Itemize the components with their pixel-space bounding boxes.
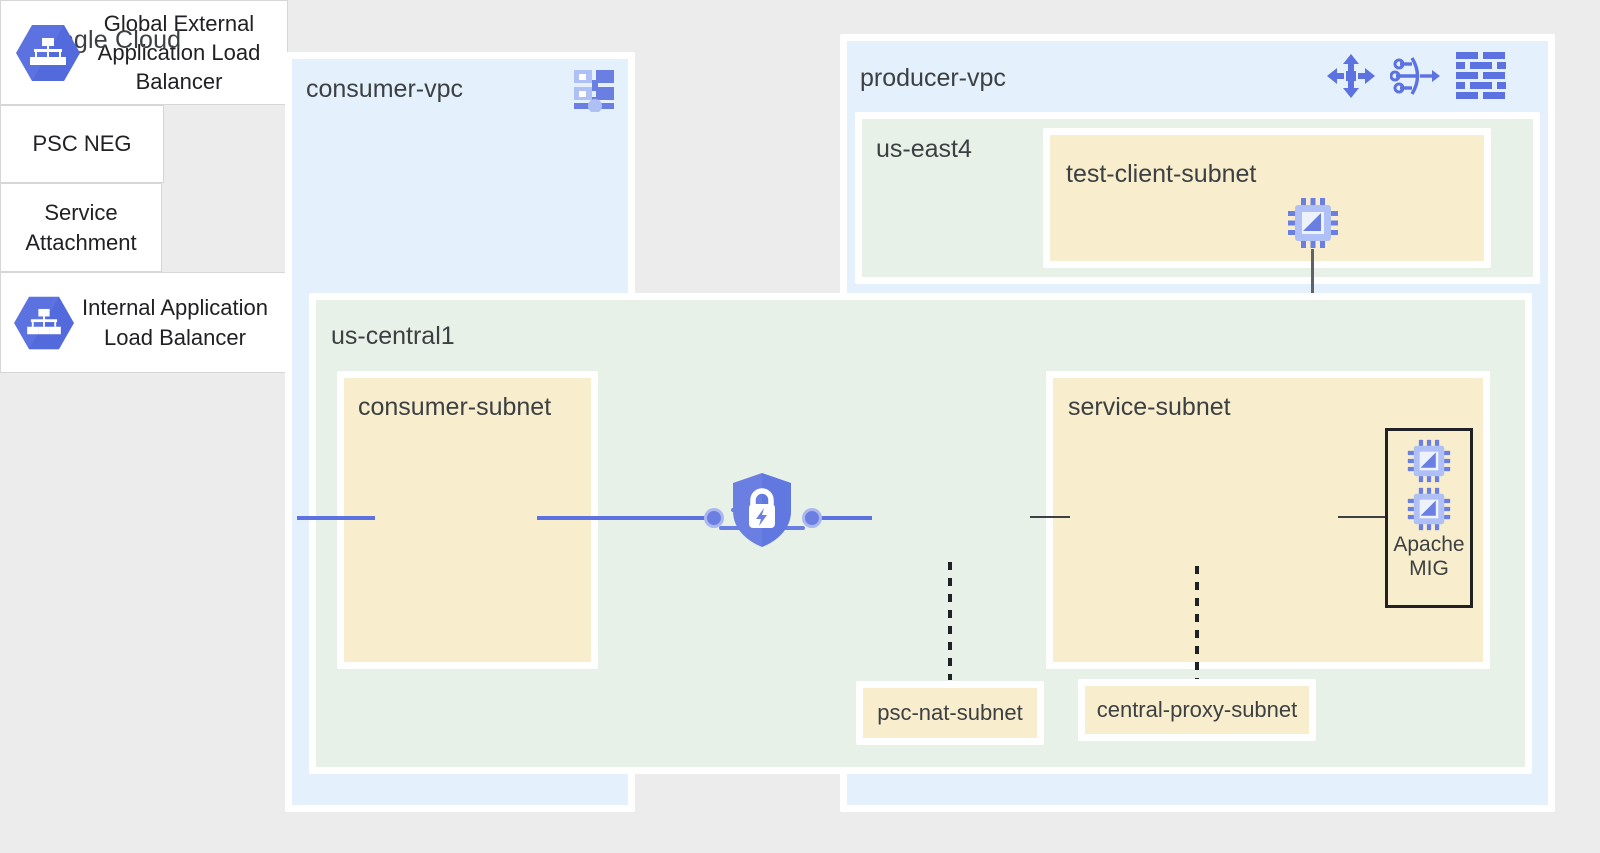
psc-neg-to-psc-line xyxy=(537,516,713,520)
test-client-subnet xyxy=(1043,128,1491,268)
lb-to-psc-neg-line xyxy=(297,516,375,520)
psc-endpoint-dot-left xyxy=(704,508,724,528)
global-lb-line1: Global External xyxy=(103,10,255,36)
test-client-vm-chip-icon xyxy=(1287,197,1339,249)
psc-endpoint-dot-right xyxy=(802,508,822,528)
private-service-connect-shield-icon xyxy=(729,471,795,549)
global-external-app-lb-node[interactable]: Global External Application Load Balance… xyxy=(0,0,288,105)
load-balancer-icon xyxy=(1389,52,1444,100)
apache-mig-line2: MIG xyxy=(1409,557,1449,581)
psc-neg-node[interactable]: PSC NEG xyxy=(0,105,164,183)
apache-mig-label: Apache MIG xyxy=(1393,533,1464,581)
service-attachment-to-ilb-line xyxy=(1030,516,1070,518)
us-central1-title: us-central1 xyxy=(331,322,455,350)
ilb-to-mig-line xyxy=(1338,516,1386,518)
service-subnet-title: service-subnet xyxy=(1068,393,1231,421)
psc-nat-subnet-title: psc-nat-subnet xyxy=(877,700,1023,725)
ilb-to-proxy-subnet-dotted-line xyxy=(1195,566,1199,680)
load-balancer-hexagon-icon xyxy=(13,294,75,352)
psc-nat-subnet: psc-nat-subnet xyxy=(856,681,1044,745)
apache-mig-line1: Apache xyxy=(1393,533,1465,556)
global-lb-line3: Balancer xyxy=(135,69,223,95)
consumer-vpc-title: consumer-vpc xyxy=(306,75,463,103)
mig-vm-chip-icon-1 xyxy=(1407,439,1451,483)
us-east4-title: us-east4 xyxy=(876,135,972,163)
internal-lb-line2: Load Balancer xyxy=(104,324,246,350)
service-attachment-line1: Service xyxy=(44,200,118,226)
firewall-rules-icon xyxy=(1455,50,1507,100)
vpc-network-icon xyxy=(570,64,618,113)
producer-vpc-title: producer-vpc xyxy=(860,64,1006,92)
service-attachment-label: Service Attachment xyxy=(25,198,136,257)
internal-app-lb-label: Internal Application Load Balancer xyxy=(75,293,285,352)
internal-app-lb-node[interactable]: Internal Application Load Balancer xyxy=(0,272,286,373)
internal-lb-line1: Internal Application xyxy=(82,295,268,321)
test-client-subnet-title: test-client-subnet xyxy=(1066,160,1257,188)
global-lb-line2: Application Load xyxy=(97,39,261,65)
consumer-subnet xyxy=(337,371,598,669)
routes-four-way-arrow-icon xyxy=(1325,52,1377,100)
consumer-subnet-title: consumer-subnet xyxy=(358,393,552,421)
service-attachment-to-nat-subnet-dotted-line xyxy=(948,562,952,680)
central-proxy-subnet: central-proxy-subnet xyxy=(1078,679,1316,741)
mig-vm-chip-icon-2 xyxy=(1407,487,1451,531)
psc-neg-label: PSC NEG xyxy=(32,131,132,157)
global-external-app-lb-label: Global External Application Load Balance… xyxy=(81,9,287,97)
load-balancer-hexagon-icon xyxy=(15,22,81,84)
service-attachment-line2: Attachment xyxy=(25,229,137,255)
psc-to-service-attachment-line xyxy=(810,516,872,520)
service-attachment-node[interactable]: Service Attachment xyxy=(0,183,162,272)
apache-mig-group[interactable]: Apache MIG xyxy=(1385,428,1473,608)
central-proxy-subnet-title: central-proxy-subnet xyxy=(1096,697,1298,722)
